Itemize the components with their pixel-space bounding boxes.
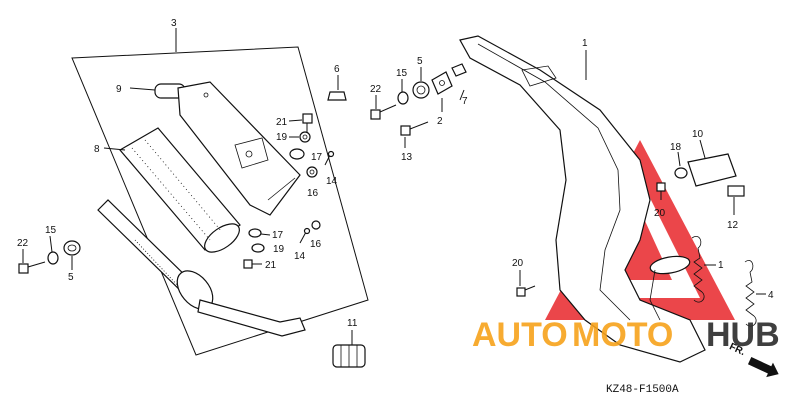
- callout-8: 8: [94, 144, 100, 155]
- callout-19-upper: 19: [276, 132, 288, 143]
- spring-4-part: [744, 260, 757, 327]
- bolt-21-lower: [243, 259, 262, 269]
- callout-13: 13: [401, 152, 413, 163]
- pipe-protector-10-part: [687, 153, 737, 187]
- stay-2-part: [431, 71, 453, 95]
- callout-15-left: 15: [45, 225, 57, 236]
- leader-10: [699, 139, 706, 159]
- callout-12: 12: [727, 220, 739, 231]
- callout-3: 3: [171, 18, 177, 29]
- svg-text:AUTO: AUTO: [472, 316, 568, 354]
- callout-5-left: 5: [68, 272, 74, 283]
- bolt-21-upper: [302, 113, 313, 132]
- diagram-code: KZ48-F1500A: [606, 384, 679, 396]
- callout-7: 7: [462, 96, 468, 107]
- muffler-body-part: [154, 81, 301, 216]
- callout-9: 9: [116, 84, 122, 95]
- bolt-20-upper: [656, 182, 666, 200]
- svg-text:MOTO: MOTO: [572, 316, 673, 354]
- bolt-13-part: [400, 121, 429, 136]
- callout-14-upper: 14: [326, 176, 338, 187]
- callout-15-upper: 15: [396, 68, 408, 79]
- exhaust-pipe-part: [459, 35, 706, 363]
- washer-19-lower: [251, 243, 265, 253]
- washer-18-part: [674, 167, 688, 179]
- bolt-22-upper: [370, 104, 397, 120]
- grommet-upper: [289, 148, 305, 160]
- callout-22-upper: 22: [370, 84, 382, 95]
- gasket-5-upper: [412, 81, 430, 99]
- leader-15-left: [49, 235, 53, 253]
- bolt-20-lower: [516, 285, 536, 297]
- inner-tube-part: [97, 199, 306, 337]
- callout-14-lower: 14: [294, 251, 306, 262]
- collar-16-upper: [306, 166, 318, 178]
- callout-1-top: 1: [582, 38, 588, 49]
- callout-22-left: 22: [17, 238, 29, 249]
- leader-8: [103, 147, 126, 151]
- joint-rubber-part: [332, 344, 366, 368]
- leader-18: [677, 151, 681, 167]
- leader-17-lower: [260, 233, 271, 236]
- leader-9: [129, 87, 156, 91]
- callout-20-lower: 20: [512, 258, 524, 269]
- bolt-17-upper: [324, 150, 335, 166]
- callout-18: 18: [670, 142, 682, 153]
- callout-2: 2: [437, 116, 443, 127]
- callout-11: 11: [347, 318, 358, 329]
- callout-5-upper: 5: [417, 56, 423, 67]
- silencer-packing-part: [119, 127, 241, 253]
- front-arrow-icon: [747, 356, 779, 378]
- callout-21-lower: 21: [265, 260, 277, 271]
- rubber-mount-part: [327, 91, 347, 101]
- clip-12-part: [727, 185, 745, 197]
- callout-1-spring: 1: [718, 260, 724, 271]
- callout-17-upper: 17: [311, 152, 323, 163]
- watermark-text: AUTO MOTO HUB: [472, 316, 780, 354]
- collar-16-lower: [311, 220, 321, 230]
- callout-17-lower: 17: [272, 230, 284, 241]
- callout-21-upper: 21: [276, 117, 288, 128]
- callout-19-lower: 19: [273, 244, 285, 255]
- spring-1-part: [691, 236, 705, 303]
- washer-17-lower: [248, 228, 262, 238]
- leader-7: [459, 89, 465, 101]
- washer-15-left: [47, 251, 59, 265]
- nut-7-part: [451, 63, 467, 77]
- callout-16-lower: 16: [310, 239, 322, 250]
- leader-21-upper: [288, 119, 303, 122]
- svg-text:HUB: HUB: [706, 316, 780, 354]
- washer-15-upper: [397, 91, 409, 105]
- callout-16-upper: 16: [307, 188, 319, 199]
- gasket-5-left: [63, 240, 81, 256]
- callout-20-upper: 20: [654, 208, 666, 219]
- bolt-22-left: [18, 261, 46, 274]
- callout-10: 10: [692, 129, 704, 140]
- washer-19-upper: [299, 131, 311, 143]
- callout-6: 6: [334, 64, 340, 75]
- bolt-14-lower: [299, 227, 311, 244]
- callout-4: 4: [768, 290, 774, 301]
